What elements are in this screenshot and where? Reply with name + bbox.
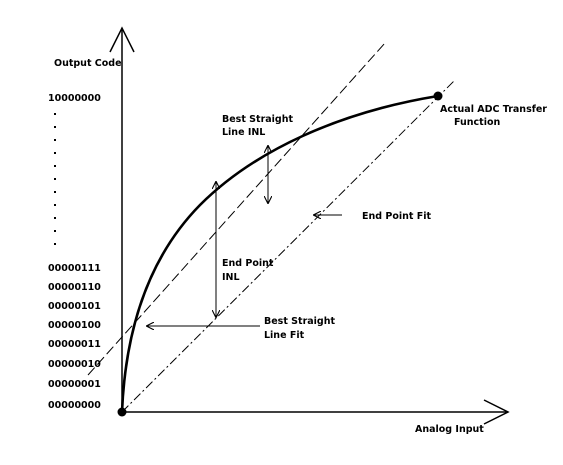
y-code: 00000111 xyxy=(48,263,101,274)
actual-transfer-label: Actual ADC Transfer xyxy=(440,104,547,115)
y-code: 00000010 xyxy=(48,359,101,370)
best-straight-fit-label: Line Fit xyxy=(264,330,305,341)
y-code: 00000000 xyxy=(48,400,101,411)
best-straight-inl-label: Best Straight xyxy=(222,114,293,125)
origin-point xyxy=(117,407,127,417)
best-straight-inl-label: Line INL xyxy=(222,127,265,138)
code-ellipsis-dots xyxy=(54,113,56,245)
x-axis-title: Analog Input xyxy=(415,424,484,435)
full-scale-point xyxy=(433,91,443,101)
best-straight-line-fit xyxy=(87,42,386,376)
end-point-inl-label: INL xyxy=(222,272,240,283)
end-point-fit-line xyxy=(121,79,456,413)
end-point-inl-label: End Point xyxy=(222,258,274,269)
x-axis-arrowhead xyxy=(483,399,510,425)
y-code-top: 10000000 xyxy=(48,93,101,104)
y-code: 00000011 xyxy=(48,339,101,350)
y-code: 00000100 xyxy=(48,320,101,331)
y-axis-title: Output Code xyxy=(54,58,122,69)
end-point-fit-label: End Point Fit xyxy=(362,211,431,222)
y-axis-arrowhead xyxy=(109,26,135,53)
y-code: 00000110 xyxy=(48,282,101,293)
y-code: 00000101 xyxy=(48,301,101,312)
actual-adc-transfer-curve xyxy=(120,94,439,413)
best-straight-fit-label: Best Straight xyxy=(264,316,335,327)
y-code: 00000001 xyxy=(48,379,101,390)
actual-transfer-label: Function xyxy=(454,117,500,128)
